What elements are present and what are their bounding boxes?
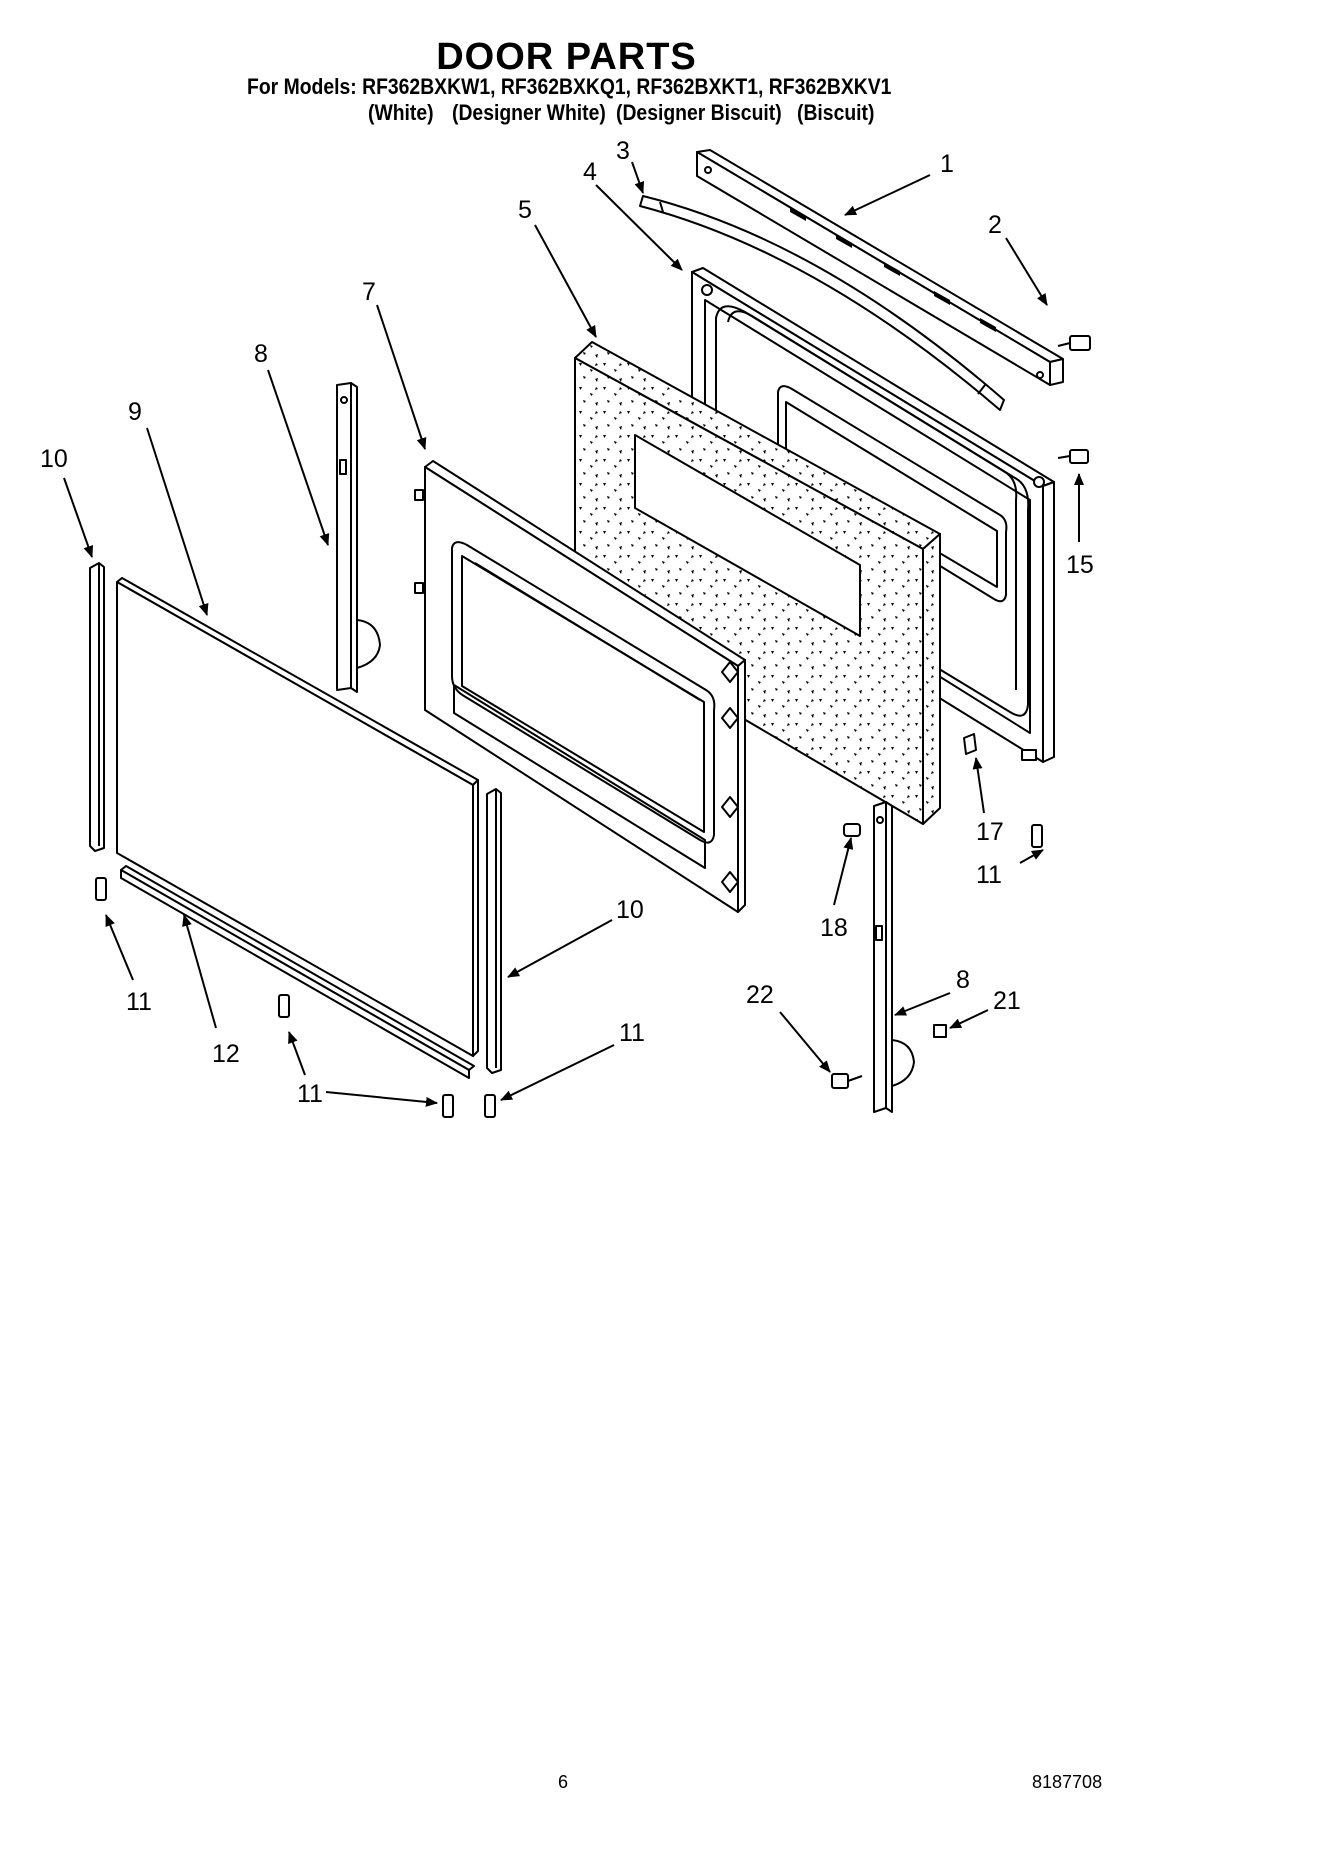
part-11-screw-b xyxy=(278,994,290,1018)
page-title: DOOR PARTS xyxy=(436,36,697,78)
callout-11-right: 11 xyxy=(976,861,1002,889)
callout-4: 4 xyxy=(583,158,597,186)
callout-8-right: 8 xyxy=(956,966,970,994)
callout-18: 18 xyxy=(820,914,848,942)
part-17-clip xyxy=(963,733,977,755)
callout-5: 5 xyxy=(518,196,532,224)
part-2-screw xyxy=(1057,335,1091,351)
part-5-insulation xyxy=(574,341,941,825)
callout-1: 1 xyxy=(940,150,954,178)
callout-22: 22 xyxy=(746,981,774,1009)
callout-10-right: 10 xyxy=(616,896,644,924)
callout-11-bottom-right: 11 xyxy=(619,1019,645,1047)
part-12-bottom-trim xyxy=(120,865,475,1079)
color-label-designer-biscuit: (Designer Biscuit) xyxy=(616,100,782,125)
part-15-screw xyxy=(1057,449,1089,464)
part-10-side-trim-left xyxy=(89,562,105,852)
callout-11-bottom: 11 xyxy=(297,1080,323,1108)
part-3-bracket xyxy=(639,195,1005,411)
part-11-screw-c xyxy=(442,1094,454,1118)
part-1-vent-trim xyxy=(696,149,1064,386)
callout-12: 12 xyxy=(212,1040,240,1068)
callout-10-left: 10 xyxy=(40,445,68,473)
page-number: 6 xyxy=(558,1772,569,1792)
document-number: 8187708 xyxy=(1032,1772,1103,1792)
part-8-hinge-channel-left xyxy=(336,382,381,693)
color-label-designer-white: (Designer White) xyxy=(452,100,606,125)
color-label-white: (White) xyxy=(368,100,434,125)
callout-9: 9 xyxy=(128,398,142,426)
callout-2: 2 xyxy=(988,211,1002,239)
callout-17: 17 xyxy=(976,818,1004,846)
callout-7: 7 xyxy=(362,278,376,306)
part-18-plug xyxy=(843,823,861,837)
callout-21: 21 xyxy=(993,987,1021,1015)
part-7-inner-panel xyxy=(414,460,746,913)
part-22-screw xyxy=(831,1073,863,1089)
callout-11-left: 11 xyxy=(126,988,152,1016)
part-8-hinge-channel-right xyxy=(873,801,915,1113)
callout-3: 3 xyxy=(616,137,630,165)
leader-lines xyxy=(63,161,1084,1107)
part-21-clip xyxy=(933,1024,947,1038)
part-9-door-glass xyxy=(116,577,479,1057)
models-line: For Models: RF362BXKW1, RF362BXKQ1, RF36… xyxy=(247,74,892,99)
color-label-biscuit: (Biscuit) xyxy=(797,100,875,125)
callout-labels: 1 2 3 4 5 7 8 9 10 15 10 17 11 18 8 21 2… xyxy=(40,137,1094,1108)
part-11-screw-e xyxy=(1031,824,1043,848)
part-11-screw-a xyxy=(95,877,107,901)
callout-15: 15 xyxy=(1066,551,1094,579)
part-11-screw-d xyxy=(484,1094,496,1118)
part-10-side-trim-right xyxy=(486,788,502,1074)
callout-8-left: 8 xyxy=(254,340,268,368)
